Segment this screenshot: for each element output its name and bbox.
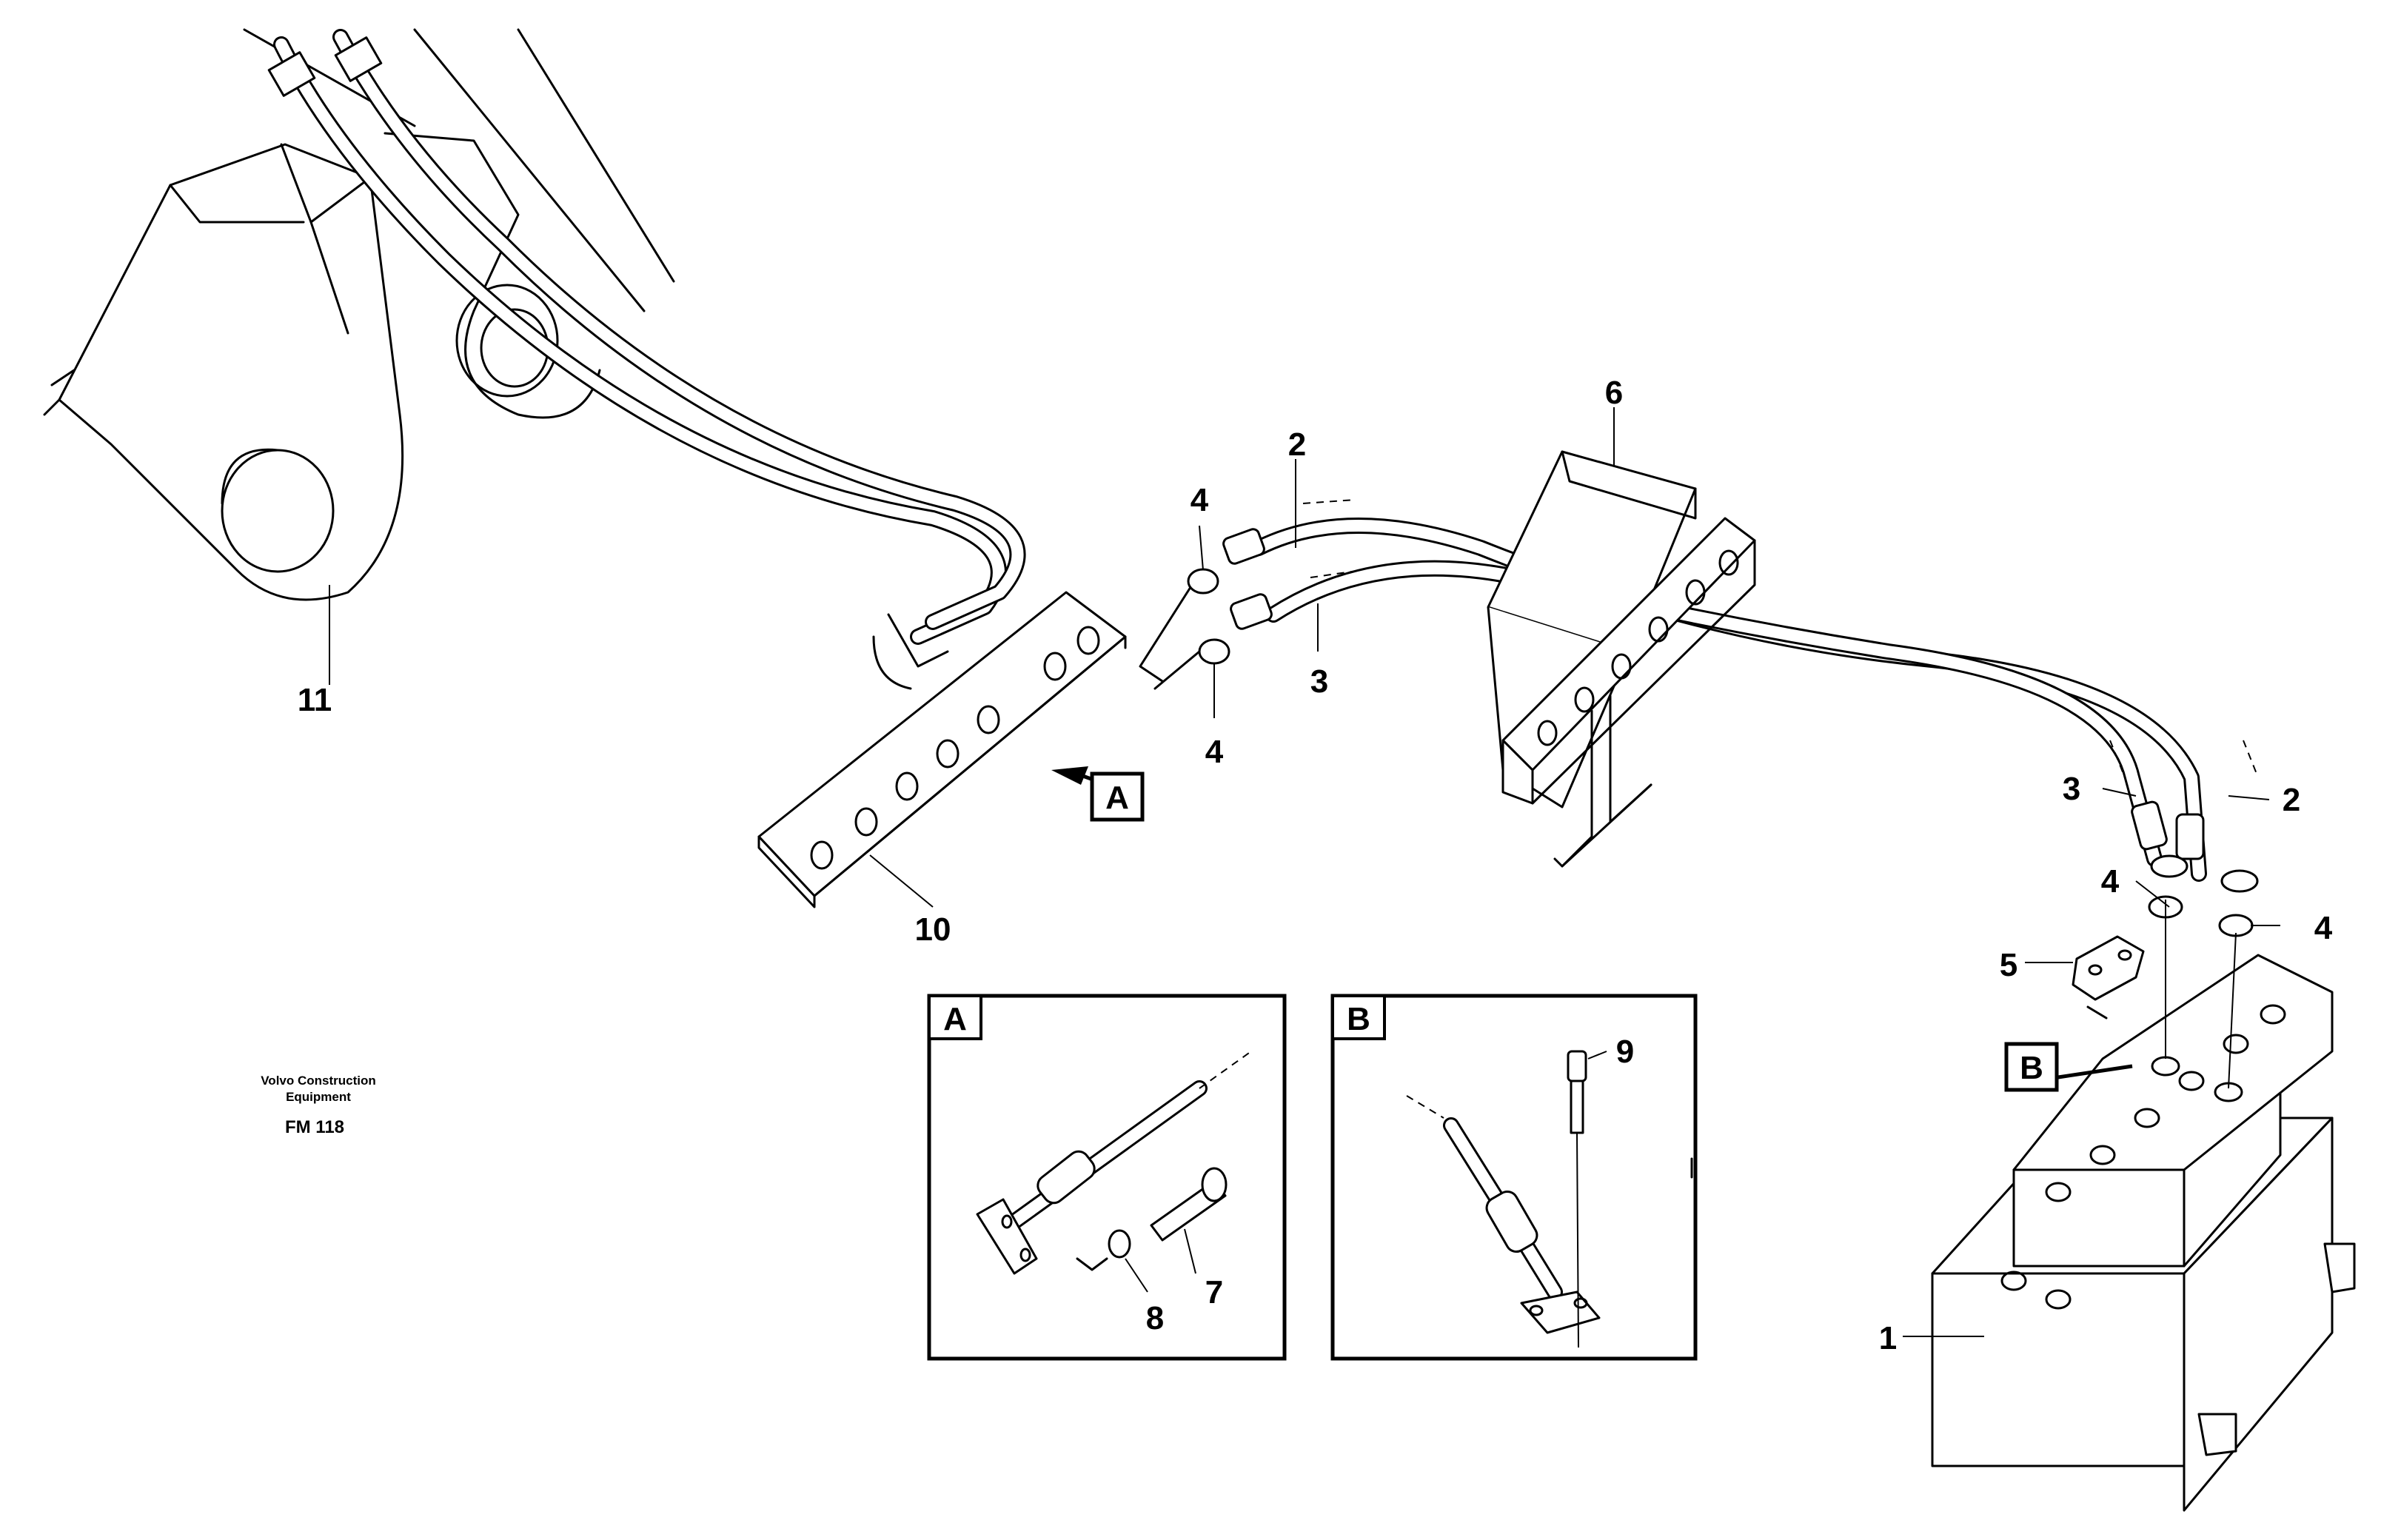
detail-markers: A B A B <box>943 771 2059 1092</box>
boom-hoses <box>267 29 1026 690</box>
detail-inset-b <box>1330 994 1698 1361</box>
callout-8: 8 <box>1146 1300 1164 1336</box>
callout-1: 1 <box>1879 1320 1897 1356</box>
caption-line1: Volvo Construction <box>261 1074 376 1088</box>
hose-bracket <box>1487 450 1756 868</box>
callout-6: 6 <box>1605 375 1623 411</box>
caption-line2: Equipment <box>286 1090 351 1104</box>
callout-4-top-left: 4 <box>1190 482 1209 518</box>
callout-2-left: 2 <box>1288 426 1306 463</box>
seal-rings <box>1187 568 2259 937</box>
flange-half <box>2072 935 2145 1020</box>
callout-10: 10 <box>915 911 951 948</box>
inset-b-title: B <box>1347 1001 1370 1037</box>
callout-7: 7 <box>1205 1274 1223 1310</box>
caption-code: FM 118 <box>285 1117 344 1137</box>
callout-11: 11 <box>298 682 332 718</box>
callout-9: 9 <box>1616 1034 1634 1070</box>
detail-marker-a: A <box>1105 780 1129 816</box>
caption: Volvo Construction Equipment FM 118 <box>261 1074 376 1137</box>
callout-labels: 11 10 2 3 4 4 6 3 2 4 4 5 1 9 7 8 <box>298 375 2333 1356</box>
valve-block <box>1931 900 2356 1512</box>
callout-3-left: 3 <box>1310 663 1328 700</box>
leader-lines <box>329 407 2280 1337</box>
callout-3-right: 3 <box>2063 771 2080 807</box>
hose-assembly <box>1139 499 2259 882</box>
callout-4-right-a: 4 <box>2101 863 2120 900</box>
detail-marker-b: B <box>2020 1050 2043 1086</box>
callout-4-right-b: 4 <box>2314 910 2333 946</box>
pipe-block <box>757 591 1127 908</box>
callout-4-bottom-left: 4 <box>1205 734 1224 770</box>
callout-2-right: 2 <box>2283 782 2300 818</box>
inset-a-title: A <box>943 1001 967 1037</box>
detail-inset-a <box>927 994 1287 1361</box>
callout-5: 5 <box>2000 947 2017 983</box>
